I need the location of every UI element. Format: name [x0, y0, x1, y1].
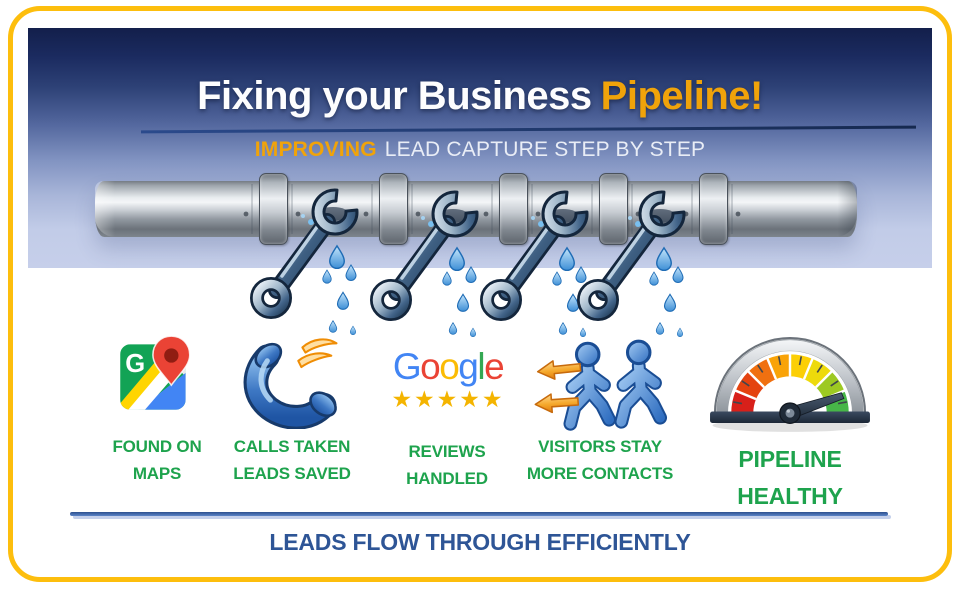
pipe-coupling	[259, 173, 288, 245]
title-main: Fixing your Business	[197, 74, 592, 118]
google-logo: Google	[368, 348, 528, 386]
google-letter: G	[392, 346, 422, 387]
gauge-icon	[710, 337, 870, 432]
google-maps-icon: G	[120, 335, 191, 410]
google-letter: g	[458, 346, 479, 387]
wrench-icon	[257, 184, 363, 334]
wrench-icon	[487, 186, 593, 336]
google-letter: o	[439, 346, 460, 387]
pipe	[95, 181, 857, 237]
stage-label-pipeline-healthy: PIPELINE HEALTHY	[737, 446, 843, 509]
pipe-coupling	[699, 173, 728, 245]
footer-caption: LEADS FLOW THROUGH EFFICIENTLY	[269, 529, 691, 555]
wrench-icon	[584, 186, 690, 336]
title-divider	[140, 125, 917, 134]
pipe-seams	[251, 184, 733, 234]
google-reviews-icon: Google ★★★★★	[368, 348, 528, 413]
stage-label-found-on-maps: FOUND ON MAPS	[112, 437, 202, 483]
phone-icon	[243, 338, 338, 429]
title-accent: Pipeline!	[600, 74, 764, 118]
stage-label-reviews-handled: REVIEWS HANDLED	[406, 442, 488, 488]
left-arrow-icon	[536, 360, 582, 380]
subtitle: IMPROVING LEAD CAPTURE STEP BY STEP	[28, 138, 932, 162]
wrench-icon	[377, 186, 483, 336]
left-arrow-icon	[534, 393, 580, 414]
five-stars-icon: ★★★★★	[391, 386, 505, 412]
visitors-icon	[534, 339, 668, 431]
ring-swoosh-icon	[297, 352, 333, 369]
pipe-coupling	[379, 173, 408, 245]
pipe-coupling	[499, 173, 528, 245]
google-letter: o	[420, 346, 441, 387]
google-letter: e	[484, 346, 505, 387]
stage-label-visitors-stay: VISITORS STAY MORE CONTACTS	[526, 437, 674, 483]
ring-swoosh-icon	[301, 338, 338, 354]
walking-person-icon	[563, 341, 617, 431]
subtitle-accent: IMPROVING	[254, 138, 377, 161]
subtitle-rest: LEAD CAPTURE STEP BY STEP	[384, 138, 706, 161]
pipe-coupling	[599, 173, 628, 245]
stage-label-calls-taken: CALLS TAKEN LEADS SAVED	[233, 437, 351, 483]
walking-person-icon	[614, 339, 668, 429]
footer-divider	[70, 512, 888, 516]
google-letter: l	[477, 346, 485, 387]
maps-g-letter: G	[125, 350, 145, 378]
wrenches-and-drips	[243, 168, 741, 343]
